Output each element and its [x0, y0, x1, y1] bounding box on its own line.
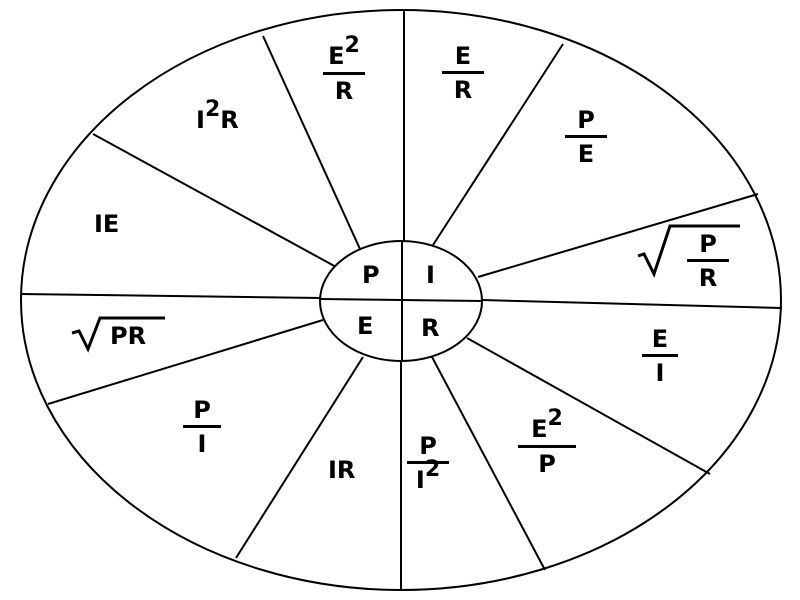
spoke	[92, 133, 339, 269]
fraction-numerator: P	[419, 432, 437, 460]
fraction-numerator: E	[651, 325, 669, 353]
formula-ir: IR	[328, 456, 356, 484]
formula-sqrt-p-over-r: P R	[678, 232, 738, 290]
hub-label-r: R	[421, 314, 440, 342]
formula-exponent: 2	[547, 406, 563, 431]
formula-base: E	[328, 42, 345, 70]
fraction-numerator: E2	[328, 35, 360, 72]
fraction-numerator: P	[699, 230, 717, 258]
formula-ie: IE	[94, 210, 120, 238]
fraction-denominator: R	[453, 76, 473, 104]
spoke	[466, 337, 711, 475]
formula-base: E	[531, 415, 548, 443]
formula-e-over-i: E I	[630, 327, 690, 385]
fraction-denominator: R	[334, 77, 354, 105]
fraction-denominator: P	[538, 450, 556, 478]
spoke	[262, 35, 366, 261]
fraction-bar	[323, 72, 365, 75]
fraction-denominator: I	[655, 359, 665, 387]
formula-e-squared-over-p: E2 P	[517, 408, 577, 478]
fraction-denominator: I	[197, 430, 207, 458]
fraction-bar	[565, 135, 607, 138]
hub-label-p: P	[362, 261, 380, 289]
hub-divider-horizontal	[319, 298, 483, 302]
formula-p-over-i-squared: P I2	[398, 434, 458, 493]
spoke	[432, 43, 564, 246]
formula-p-over-e: P E	[556, 108, 616, 166]
fraction-bar	[518, 445, 576, 448]
formula-tail: R	[220, 106, 239, 134]
fraction-bar	[183, 425, 221, 428]
fraction-denominator: I2	[415, 459, 440, 494]
fraction-bar	[642, 354, 678, 357]
radical-sign	[71, 316, 165, 353]
fraction-denominator: R	[698, 264, 718, 292]
formula-exponent: 2	[344, 33, 360, 58]
fraction-bar	[407, 461, 449, 464]
hub-label-i: I	[426, 261, 435, 289]
formula-base: I	[196, 106, 205, 134]
spoke	[481, 299, 783, 309]
fraction-numerator: P	[577, 106, 595, 134]
fraction-bar	[687, 259, 729, 262]
fraction-numerator: E2	[531, 408, 563, 445]
formula-exponent: 2	[204, 97, 221, 122]
fraction-denominator: E	[577, 140, 595, 168]
formula-exponent: 2	[424, 457, 441, 482]
formula-p-over-i: P I	[172, 398, 232, 456]
formula-i-squared-r: I2R	[196, 99, 239, 134]
radical-sign	[637, 224, 740, 278]
formula-e-over-r: E R	[433, 44, 493, 102]
spoke	[431, 356, 546, 571]
hub-label-e: E	[357, 312, 374, 340]
fraction-numerator: E	[454, 42, 472, 70]
formula-e-squared-over-r: E2 R	[314, 35, 374, 105]
fraction-bar	[442, 71, 484, 74]
formula-sqrt-pr: PR	[110, 322, 147, 350]
spoke	[477, 193, 759, 278]
spoke	[20, 293, 323, 299]
spoke	[47, 319, 324, 405]
fraction-numerator: P	[193, 396, 211, 424]
spoke	[235, 356, 364, 559]
formula-base: I	[415, 466, 425, 494]
